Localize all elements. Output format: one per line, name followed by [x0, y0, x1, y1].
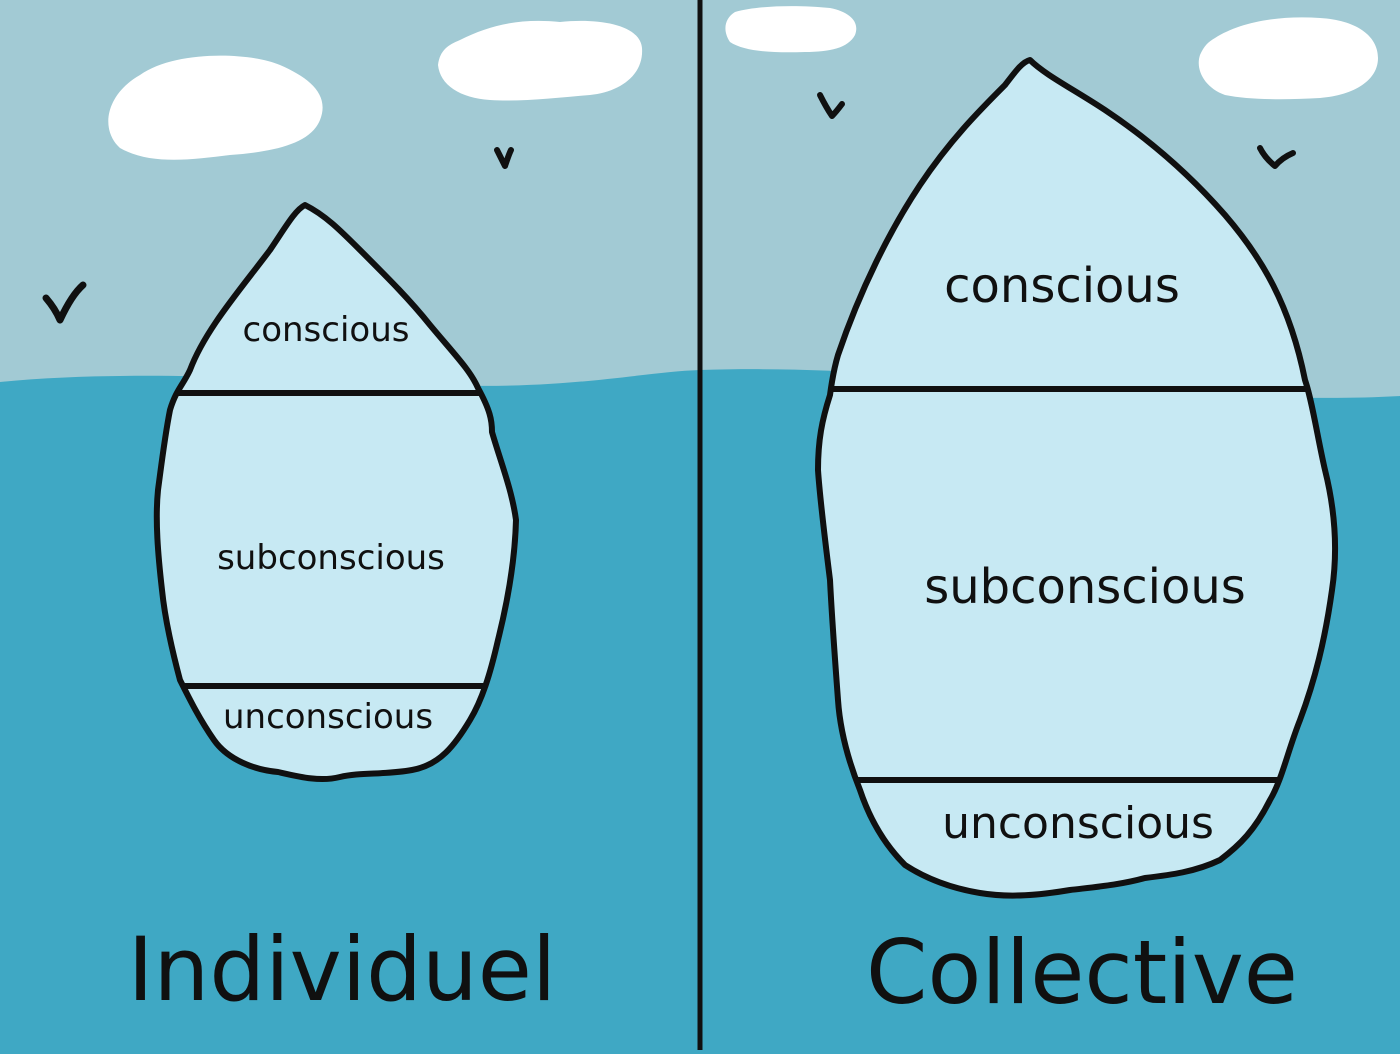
cloud-icon [1198, 17, 1378, 100]
iceberg-body [815, 57, 1339, 899]
bird-icon [494, 147, 514, 169]
layer-label-unconscious: unconscious [942, 798, 1214, 849]
bird-icon [1257, 145, 1296, 169]
bird-icon [42, 281, 87, 324]
layer-label-subconscious: subconscious [217, 538, 445, 578]
iceberg-individual: conscious subconscious unconscious [153, 202, 519, 783]
cloud-icon [438, 20, 643, 101]
cloud-icon [108, 55, 323, 160]
layer-label-conscious: conscious [944, 258, 1180, 314]
panel-title-individual: Individuel [128, 918, 557, 1021]
layer-label-unconscious: unconscious [223, 697, 433, 737]
panel-title-collective: Collective [866, 921, 1298, 1024]
layer-label-conscious: conscious [243, 310, 410, 350]
iceberg-collective: conscious subconscious unconscious [815, 57, 1339, 899]
bird-icon [817, 92, 845, 119]
iceberg-body [153, 202, 519, 783]
layer-label-subconscious: subconscious [924, 559, 1246, 615]
cloud-icon [725, 6, 857, 53]
